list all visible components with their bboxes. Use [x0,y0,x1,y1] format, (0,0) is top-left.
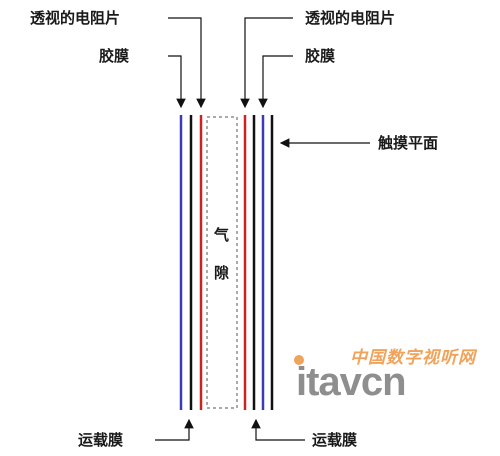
watermark-logo-dot [294,355,304,365]
arrow-bottom-right-carrier [251,418,305,441]
arrow-bottom-left-carrier [155,418,194,441]
label-top-right-resistor: 透视的电阻片 [305,9,396,27]
arrow-top-left-adhesive [168,55,186,109]
label-touch-surface: 触摸平面 [378,134,439,152]
label-bottom-left-carrier: 运载膜 [78,431,124,449]
label-top-left-resistor: 透视的电阻片 [30,9,121,27]
arrow-top-right-adhesive [258,55,293,109]
arrow-top-right-resistor [240,17,293,109]
watermark-chinese: 中国数字视听网 [350,348,476,368]
arrow-top-left-resistor [168,17,206,109]
label-air-gap-char1: 气 [214,226,230,244]
label-top-left-adhesive: 胶膜 [99,47,130,65]
label-top-right-adhesive: 胶膜 [305,47,336,65]
air-gap-box [206,116,238,409]
label-air-gap-char2: 隙 [214,264,230,282]
watermark-latin: itavcn [296,360,407,404]
label-bottom-right-carrier: 运载膜 [312,431,358,449]
